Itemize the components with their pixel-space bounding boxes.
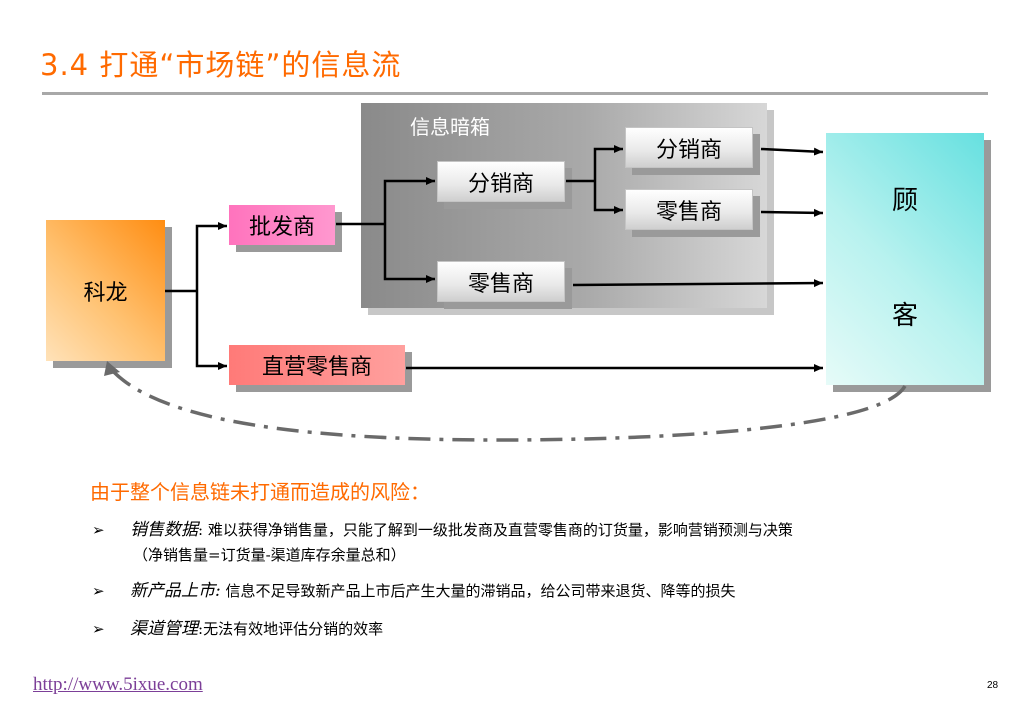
- distributor-node-2: 分销商: [625, 127, 753, 168]
- bullet-arrow-icon: ➢: [92, 620, 105, 638]
- distributor-to-retailer: [593, 181, 623, 214]
- distributor2-to-customer: [760, 147, 824, 156]
- wholesaler-node: 批发商: [229, 205, 335, 245]
- distributor-node-1: 分销商: [437, 161, 565, 202]
- wholesaler-to-distributor: [383, 177, 435, 224]
- risk-separator: :: [198, 521, 204, 539]
- risk-text: 难以获得净销售量，只能了解到一级批发商及直营零售商的订货量，影响营销预测与决策: [207, 521, 793, 539]
- feedback-arrowhead: [104, 361, 120, 376]
- origin-to-direct-retailer: [195, 291, 227, 370]
- page-title: 3.4 打通“市场链”的信息流: [40, 48, 402, 82]
- risk-text: 信息不足导致新产品上市后产生大量的滞销品，给公司带来退货、降等的损失: [225, 582, 736, 600]
- risk-text: 无法有效地评估分销的效率: [203, 620, 384, 638]
- wholesaler-to-retailer: [383, 224, 435, 283]
- customer-node: 顾 客: [826, 133, 984, 385]
- retailer1-to-customer: [572, 279, 824, 288]
- risk-heading: 由于整个信息链未打通而造成的风险：: [90, 480, 430, 504]
- risk-item-channel-management: ➢ 渠道管理:无法有效地评估分销的效率: [92, 614, 383, 639]
- risk-subnote: （净销售量=订货量-渠道库存余量总和）: [133, 546, 406, 564]
- info-black-box-label: 信息暗箱: [410, 115, 490, 139]
- customer-char-1: 顾: [891, 186, 918, 216]
- page-number: 28: [987, 680, 999, 691]
- risk-item-new-product: ➢ 新产品上市: 信息不足导致新产品上市后产生大量的滞销品，给公司带来退货、降等的…: [92, 576, 736, 601]
- retailer2-to-customer: [760, 208, 824, 217]
- risk-label: 新产品上市:: [130, 581, 221, 601]
- title-divider: [42, 92, 988, 95]
- origin-to-wholesaler: [195, 222, 227, 291]
- risk-label: 渠道管理: [130, 619, 198, 639]
- retailer-node-1: 零售商: [437, 261, 565, 302]
- risk-separator: :: [198, 620, 204, 638]
- feedback-dashed-arc: [108, 366, 907, 442]
- bullet-arrow-icon: ➢: [92, 521, 105, 539]
- customer-char-2: 客: [891, 301, 918, 331]
- risk-label: 销售数据: [130, 520, 198, 540]
- distributor-to-distributor: [593, 145, 623, 181]
- footer-website-link[interactable]: http://www.5ixue.com: [33, 674, 203, 695]
- origin-node: 科龙: [46, 220, 165, 361]
- risk-item-sales-data: ➢ 销售数据: 难以获得净销售量，只能了解到一级批发商及直营零售商的订货量，影响营…: [92, 515, 793, 540]
- bullet-arrow-icon: ➢: [92, 582, 105, 600]
- direct-retailer-node: 直营零售商: [229, 345, 405, 385]
- retailer-node-2: 零售商: [625, 189, 753, 230]
